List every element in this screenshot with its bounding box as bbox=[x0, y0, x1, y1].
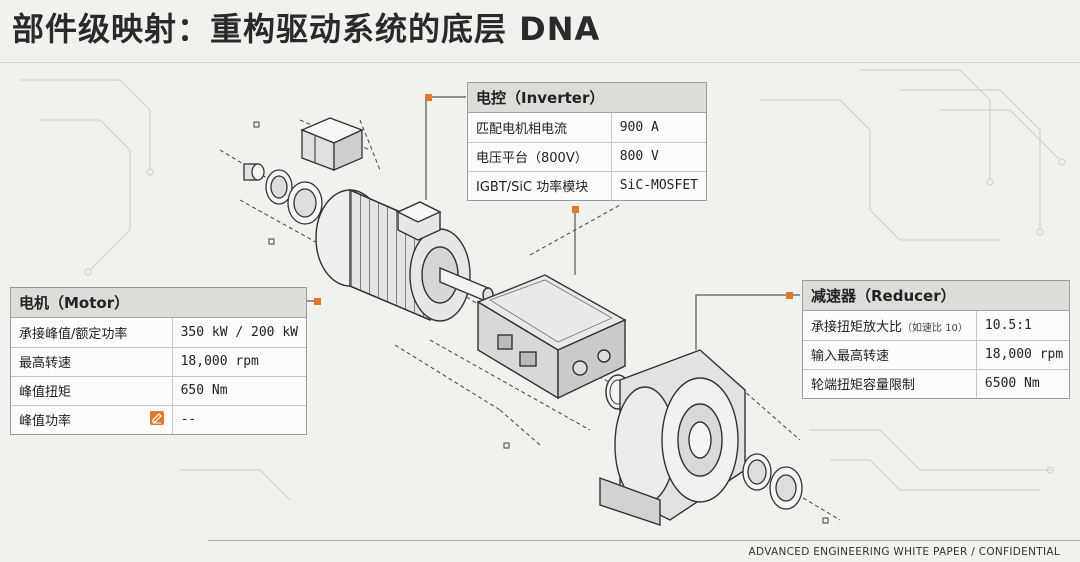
spec-label: 输入最高转速 bbox=[803, 339, 977, 369]
spec-label: 匹配电机相电流 bbox=[476, 121, 568, 137]
table-row: 峰值功率 -- bbox=[11, 404, 306, 434]
spec-value: 350 kW / 200 kW bbox=[171, 318, 306, 347]
reducer-housing bbox=[599, 349, 746, 526]
table-row: 输入最高转速 18,000 rpm bbox=[803, 339, 1072, 369]
bolt-and-bearings-left bbox=[243, 163, 323, 225]
table-row: 轮端扭矩容量限制 6500 Nm bbox=[803, 368, 1072, 398]
spec-value: 650 Nm bbox=[171, 375, 306, 405]
table-row: 承接峰值/额定功率 350 kW / 200 kW bbox=[11, 318, 306, 347]
spec-value: 18,000 rpm bbox=[171, 346, 306, 376]
footer-divider bbox=[208, 540, 1080, 541]
spec-label-cell: 承接扭矩放大比（如速比 10） bbox=[803, 311, 976, 340]
table-row: 最高转速 18,000 rpm bbox=[11, 346, 306, 376]
terminal-box bbox=[300, 117, 364, 171]
spec-value: SiC-MOSFET bbox=[610, 170, 706, 200]
page-title: 部件级映射：重构驱动系统的底层 DNA bbox=[12, 10, 601, 48]
spec-label: 电压平台（800V） bbox=[468, 141, 612, 171]
inverter-panel-title: 电控（Inverter） bbox=[468, 83, 706, 113]
spec-value: 10.5:1 bbox=[975, 311, 1072, 340]
spec-value: 6500 Nm bbox=[975, 368, 1072, 398]
motor-panel-title: 电机（Motor） bbox=[11, 288, 306, 318]
bearings-right bbox=[742, 453, 803, 510]
reducer-panel-title: 减速器（Reducer） bbox=[803, 281, 1069, 311]
motor-spec-panel: 电机（Motor） 承接峰值/额定功率 350 kW / 200 kW 最高转速… bbox=[10, 287, 307, 435]
spec-value[interactable]: -- bbox=[171, 404, 306, 434]
spec-label: 承接峰值/额定功率 bbox=[19, 326, 128, 342]
spec-value: 900 A bbox=[610, 113, 706, 142]
table-row: 承接扭矩放大比（如速比 10） 10.5:1 bbox=[803, 311, 1072, 340]
spec-label: 轮端扭矩容量限制 bbox=[803, 368, 977, 398]
inverter-spec-panel: 电控（Inverter） 匹配电机相电流 900 A 电压平台（800V） 80… bbox=[467, 82, 707, 201]
table-row: 峰值扭矩 650 Nm bbox=[11, 375, 306, 405]
motor-body bbox=[315, 188, 494, 322]
table-row: 电压平台（800V） 800 V bbox=[468, 141, 706, 171]
footer-label: ADVANCED ENGINEERING WHITE PAPER / CONFI… bbox=[748, 546, 1060, 558]
circuit-trace-background bbox=[20, 69, 1066, 501]
title-divider bbox=[0, 62, 1080, 63]
inverter-box bbox=[476, 274, 627, 400]
spec-label: 承接扭矩放大比 bbox=[811, 319, 903, 335]
spec-label-note: （如速比 10） bbox=[902, 322, 968, 334]
reducer-spec-panel: 减速器（Reducer） 承接扭矩放大比（如速比 10） 10.5:1 输入最高… bbox=[802, 280, 1072, 399]
spec-value: 18,000 rpm bbox=[975, 339, 1072, 369]
spec-label: IGBT/SiC 功率模块 bbox=[468, 170, 612, 200]
spec-label: 峰值功率 bbox=[19, 414, 72, 430]
spec-label-cell: 峰值功率 bbox=[11, 404, 173, 434]
table-row: IGBT/SiC 功率模块 SiC-MOSFET bbox=[468, 170, 706, 200]
spec-label: 峰值扭矩 bbox=[11, 375, 173, 405]
edit-icon[interactable] bbox=[149, 411, 164, 426]
spec-label: 最高转速 bbox=[11, 346, 173, 376]
table-row: 匹配电机相电流 900 A bbox=[468, 113, 706, 142]
callout-markers bbox=[314, 94, 793, 305]
spec-value: 800 V bbox=[610, 141, 706, 171]
